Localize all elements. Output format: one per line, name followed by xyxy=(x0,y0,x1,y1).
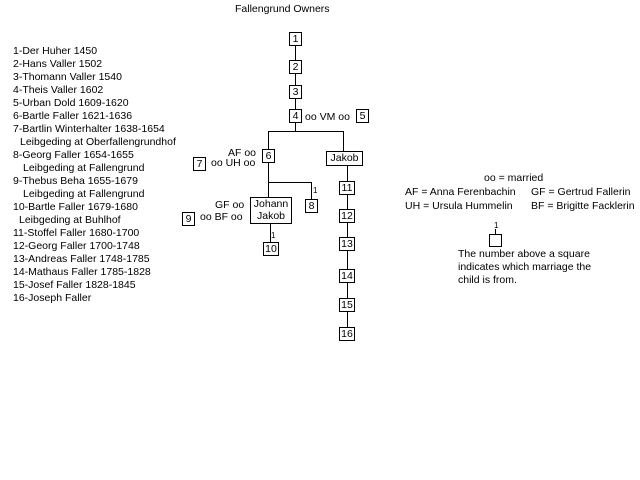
owner-entry: 9-Thebus Beha 1655-1679 xyxy=(13,175,138,187)
owner-note: Leibgeding at Oberfallengrundhof xyxy=(20,136,176,148)
legend-uh: UH = Ursula Hummelin xyxy=(405,200,513,212)
marriage-label-bf: oo BF oo xyxy=(200,211,243,223)
legend-note-line: indicates which marriage the xyxy=(458,261,592,273)
owner-note: Leibgeding at Buhlhof xyxy=(19,214,121,226)
owner-note: Leibgeding at Fallengrund xyxy=(23,188,145,200)
marriage-label-af: AF oo xyxy=(228,147,257,159)
node-3: 3 xyxy=(289,85,302,99)
owner-entry: 12-Georg Faller 1700-1748 xyxy=(13,240,140,252)
node-2: 2 xyxy=(289,60,302,74)
node-1: 1 xyxy=(289,32,302,46)
node-4: 4 xyxy=(289,109,302,123)
legend-sample-box xyxy=(489,234,502,247)
node-14: 14 xyxy=(339,269,355,283)
owner-entry: 13-Andreas Faller 1748-1785 xyxy=(13,253,150,265)
legend-bf: BF = Brigitte Facklerin xyxy=(531,200,635,212)
owner-entry: 7-Bartlin Winterhalter 1638-1654 xyxy=(13,123,165,135)
marriage-label-vm: oo VM oo xyxy=(305,111,350,123)
owner-entry: 1-Der Huher 1450 xyxy=(13,45,98,57)
node-johann-jakob-line2: Jakob xyxy=(256,210,286,222)
owner-entry: 14-Mathaus Faller 1785-1828 xyxy=(13,266,151,278)
legend-gf: GF = Gertrud Fallerin xyxy=(531,186,631,198)
owner-entry: 5-Urban Dold 1609-1620 xyxy=(13,97,129,109)
legend-af: AF = Anna Ferenbachin xyxy=(405,186,516,198)
node-johann-jakob: Johann Jakob xyxy=(250,197,292,224)
owner-entry: 10-Bartle Faller 1679-1680 xyxy=(13,201,138,213)
node-6: 6 xyxy=(262,149,275,163)
node-12: 12 xyxy=(339,209,355,223)
node-11: 11 xyxy=(339,181,355,195)
node-jakob: Jakob xyxy=(326,151,363,166)
node-9: 9 xyxy=(182,212,195,226)
owner-entry: 8-Georg Faller 1654-1655 xyxy=(13,149,134,161)
owner-entry: 4-Theis Valler 1602 xyxy=(13,84,104,96)
owner-entry: 3-Thomann Valler 1540 xyxy=(13,71,122,83)
node-13: 13 xyxy=(339,237,355,251)
legend-note-line: The number above a square xyxy=(458,248,590,260)
owner-entry: 6-Bartle Faller 1621-1636 xyxy=(13,110,133,122)
owner-entry: 11-Stoffel Faller 1680-1700 xyxy=(13,227,140,239)
node-16: 16 xyxy=(339,327,355,341)
marriage-number: 1 xyxy=(271,231,276,240)
owner-note: Leibgeding at Fallengrund xyxy=(23,162,145,174)
legend-married: oo = married xyxy=(484,172,544,184)
page-title: Fallengrund Owners xyxy=(235,3,330,15)
marriage-label-uh: oo UH oo xyxy=(211,157,256,169)
node-15: 15 xyxy=(339,298,355,312)
marriage-label-gf: GF oo xyxy=(215,199,245,211)
owner-entry: 15-Josef Faller 1828-1845 xyxy=(13,279,136,291)
node-5: 5 xyxy=(356,109,369,123)
node-johann-jakob-line1: Johann xyxy=(253,198,289,210)
legend-sample-marriage-number: 1 xyxy=(494,221,499,230)
owner-entry: 16-Joseph Faller xyxy=(13,292,92,304)
marriage-number: 1 xyxy=(313,186,318,195)
node-7: 7 xyxy=(193,157,206,171)
node-10: 10 xyxy=(263,242,279,256)
owner-entry: 2-Hans Valler 1502 xyxy=(13,58,103,70)
node-8: 8 xyxy=(305,199,318,213)
legend-note-line: child is from. xyxy=(458,274,517,286)
